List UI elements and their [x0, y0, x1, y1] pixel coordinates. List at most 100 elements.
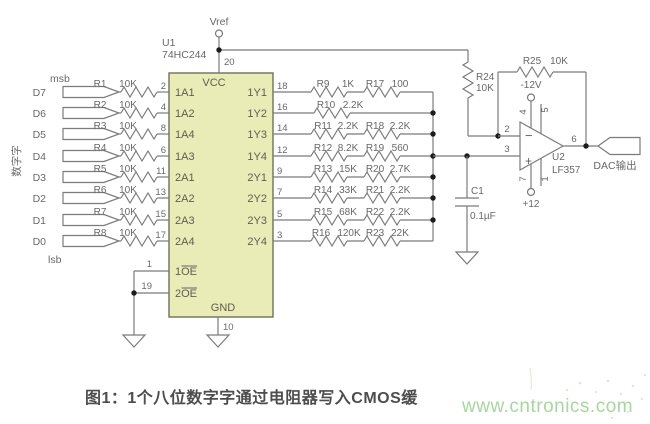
resistor-ref: R17: [366, 79, 385, 90]
scan-speckles: [529, 367, 647, 420]
msb-label: msb: [50, 73, 70, 85]
input-row-d1: D1 R7 10K 15: [33, 207, 169, 227]
r24-net: R24 10K: [462, 50, 498, 137]
pin-number: 12: [277, 145, 288, 156]
gnd-label: GND: [211, 302, 236, 314]
pin-label: 2Y4: [247, 236, 267, 248]
resistor-ref: R19: [366, 143, 385, 154]
resistor-value: 2.2K: [390, 185, 411, 196]
pin-label: 2A1: [175, 172, 195, 184]
pin-label: 2A2: [175, 193, 195, 205]
resistor-value: 10K: [119, 100, 137, 111]
pin-number: 16: [277, 102, 288, 113]
input-row-d6: D6 R2 10K 4: [33, 100, 169, 120]
pin-number: 5: [277, 209, 282, 220]
chip-part: 74HC244: [162, 49, 207, 61]
ground-symbol: [455, 251, 479, 265]
vpos-label: +12: [523, 199, 540, 210]
gnd-net: 10: [206, 317, 234, 348]
pin-number: 6: [161, 145, 166, 156]
resistor-value: 2.2K: [338, 121, 359, 132]
resistor-ref: R5: [94, 164, 107, 175]
dac-output-label: DAC输出: [593, 159, 636, 172]
resistor-ref: R13: [314, 164, 333, 175]
opamp-part: LF357: [552, 165, 581, 176]
pin-number: 9: [277, 166, 282, 177]
resistor-value: 10K: [119, 79, 137, 90]
u2-lf357: 2 3 − + -12V 4 5 +12 7 1 U2 LF357: [498, 80, 581, 210]
resistor-ref: R3: [94, 121, 107, 132]
input-row-d2: D2 R6 10K 13: [33, 185, 169, 205]
resistor-symbol: [516, 66, 554, 78]
vneg-label: -12V: [520, 80, 541, 91]
output-port-symbol: [596, 136, 641, 156]
pin-number: 19: [141, 281, 152, 292]
pin-number: 1: [147, 259, 152, 270]
resistor-value: 10K: [119, 185, 137, 196]
pin-label: 1A2: [175, 108, 195, 120]
resistor-value: 10K: [119, 207, 137, 218]
junction-dot: [430, 174, 436, 180]
summing-bus: [430, 92, 520, 241]
oe2-label: 2OE: [175, 288, 197, 300]
c1-capacitor: C1 0.1µF: [455, 153, 496, 265]
resistor-ref: R22: [366, 207, 385, 218]
pin-number: 10: [223, 322, 234, 333]
resistor-value: 2.2K: [390, 121, 411, 132]
vcc-label: VCC: [202, 77, 225, 89]
chip-ref: U1: [162, 37, 176, 49]
resistor-value: 22K: [391, 228, 409, 239]
ladder-row-2y2: 7 R14 33K R21 2.2K: [273, 185, 433, 204]
resistor-value: 2.2K: [343, 100, 364, 111]
pin-label: 2Y3: [247, 215, 267, 227]
pin-number: 17: [155, 230, 166, 241]
cap-ref: C1: [471, 186, 484, 197]
pin-number: 1: [540, 176, 551, 181]
pin-number: 7: [277, 187, 282, 198]
resistor-ref: R8: [94, 228, 107, 239]
resistor-ref: R16: [312, 228, 331, 239]
pin-number: 7: [518, 176, 529, 181]
resistor-ref: R11: [314, 121, 332, 132]
oe1-label: 1OE: [175, 266, 197, 278]
resistor-ref: R18: [366, 121, 385, 132]
input-row-d3: D3 R5 10K 11: [33, 164, 169, 184]
input-port-symbol: [62, 234, 121, 248]
resistor-value: 10K: [119, 164, 137, 175]
resistor-ref: R21: [366, 185, 385, 196]
resistor-value: 10K: [119, 121, 137, 132]
pin-number: 13: [155, 187, 166, 198]
pin-number: 11: [156, 166, 166, 177]
pin-label: 1Y2: [247, 108, 267, 120]
vref-label: Vref: [210, 16, 229, 28]
resistor-ref: R25: [523, 56, 542, 67]
input-row-d4: D4 R4 10K 6: [33, 143, 169, 163]
pin-number: 2: [161, 81, 166, 92]
input-port-symbol: [62, 191, 121, 205]
pin-number: 2: [504, 124, 509, 135]
resistor-value: 10K: [550, 56, 568, 67]
pin-number: 4: [161, 102, 166, 113]
input-row-d5: D5 R3 10K 8: [33, 121, 169, 141]
resistor-value: 15K: [339, 164, 357, 175]
oe-net: 1 19: [122, 259, 169, 348]
resistor-value: 100: [392, 79, 409, 90]
ladder-row-2y1: 9 R13 15K R20 2.7K: [273, 164, 433, 183]
pin-number: 18: [277, 81, 288, 92]
resistor-symbol: [462, 61, 474, 99]
resistor-ref: R1: [94, 79, 107, 90]
resistor-ref: R2: [94, 100, 107, 111]
pin-number: 15: [155, 209, 166, 220]
resistor-ref: R24: [476, 72, 495, 83]
resistor-value: 560: [392, 143, 409, 154]
input-port-symbol: [62, 127, 121, 141]
ladder-row-1y2: 16 R10 2.2K: [273, 100, 433, 119]
resistor-value: 1K: [342, 79, 355, 90]
input-row-d0: D0 R8 10K 17: [33, 228, 169, 248]
pin-number: 5: [540, 107, 551, 112]
watermark-text: www.cntronics.com: [462, 396, 634, 417]
signal-label: D0: [33, 236, 47, 248]
resistor-ref: R6: [94, 185, 107, 196]
chip-body: [168, 72, 274, 318]
pin-number: 8: [161, 123, 166, 134]
